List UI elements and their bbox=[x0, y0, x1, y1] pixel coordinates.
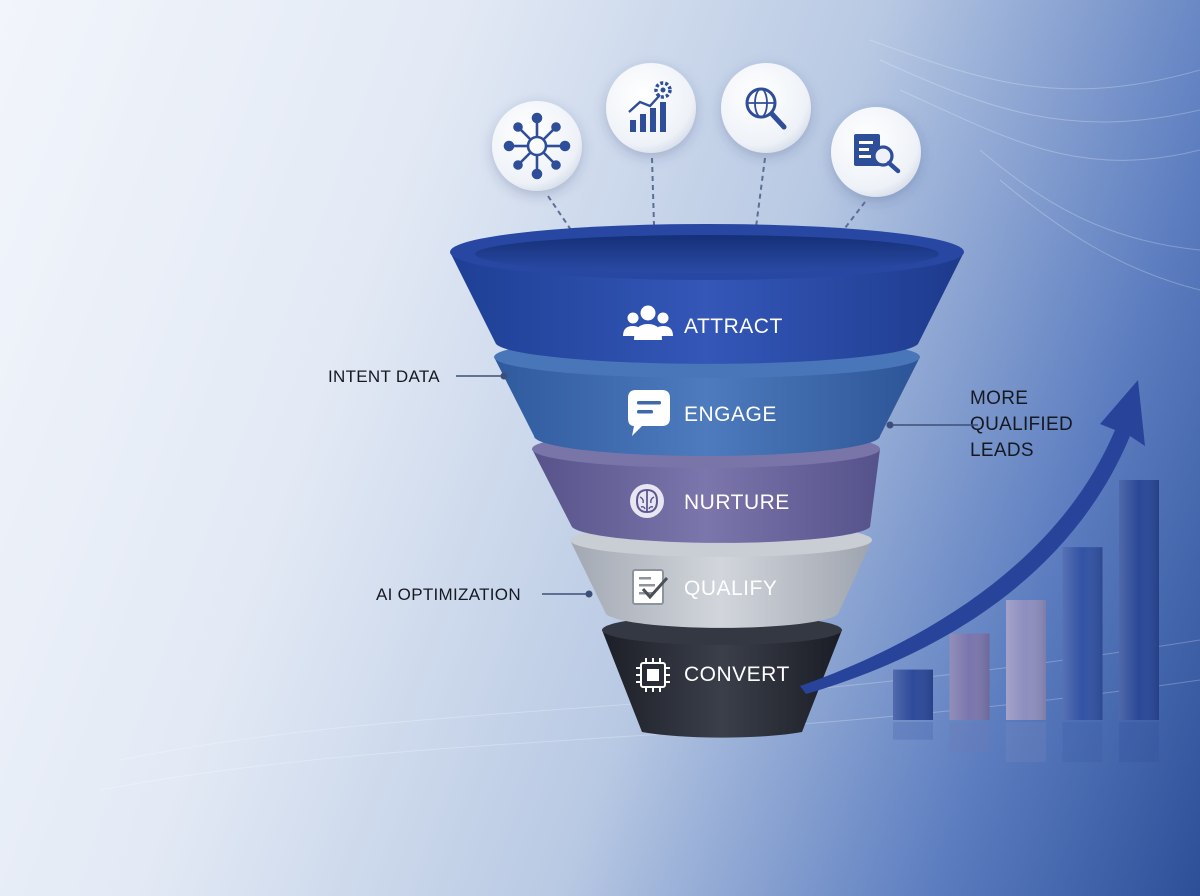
callout-intent-data-text: INTENT DATA bbox=[328, 367, 440, 386]
chat-bubble-icon bbox=[628, 390, 670, 436]
background-wave-lines bbox=[99, 39, 1200, 791]
callout-leads-line-1: MORE bbox=[970, 388, 1028, 409]
growth-bar-reflection-2 bbox=[949, 722, 990, 753]
network-nodes-icon bbox=[503, 112, 571, 180]
checklist-icon bbox=[632, 569, 669, 605]
growth-bar-shade-2 bbox=[949, 633, 990, 720]
growth-bar-chart bbox=[893, 480, 1159, 762]
callout-intent-data: INTENT DATA bbox=[328, 367, 508, 386]
callout-leads-line-2: QUALIFIED bbox=[970, 414, 1073, 435]
users-icon bbox=[623, 305, 673, 340]
growth-bar-reflection-4 bbox=[1062, 722, 1103, 762]
chip-icon bbox=[636, 658, 670, 692]
growth-bar-shade-3 bbox=[1006, 600, 1046, 720]
growth-bar-reflection-5 bbox=[1119, 722, 1159, 762]
stage-label-engage: ENGAGE bbox=[684, 403, 777, 426]
input-sources bbox=[492, 63, 921, 264]
callout-leads-line-3: LEADS bbox=[970, 440, 1034, 461]
globe-search-icon bbox=[745, 87, 787, 130]
growth-bar-shade-4 bbox=[1062, 547, 1103, 720]
input-circle-1 bbox=[492, 101, 582, 191]
growth-bar-shade-5 bbox=[1119, 480, 1159, 720]
stage-label-nurture: NURTURE bbox=[684, 491, 790, 514]
callout-ai-optimization: AI OPTIMIZATION bbox=[376, 585, 593, 604]
analytics-gear-icon bbox=[628, 81, 672, 132]
funnel-stage-attract bbox=[450, 224, 964, 364]
document-search-icon bbox=[854, 134, 901, 174]
growth-bar-shade-1 bbox=[893, 669, 933, 720]
brain-icon bbox=[630, 484, 664, 518]
stage-label-attract: ATTRACT bbox=[684, 315, 783, 338]
stage-label-qualify: QUALIFY bbox=[684, 577, 777, 600]
callout-more-qualified-leads: MORE QUALIFIED LEADS bbox=[886, 388, 1073, 461]
growth-bar-reflection-1 bbox=[893, 722, 933, 740]
growth-bar-reflection-3 bbox=[1006, 722, 1046, 762]
callout-ai-optimization-text: AI OPTIMIZATION bbox=[376, 585, 521, 604]
funnel: ATTRACT ENGAGE NURTURE QUALIFY CONVERT bbox=[450, 224, 964, 738]
stage-label-convert: CONVERT bbox=[684, 663, 790, 686]
